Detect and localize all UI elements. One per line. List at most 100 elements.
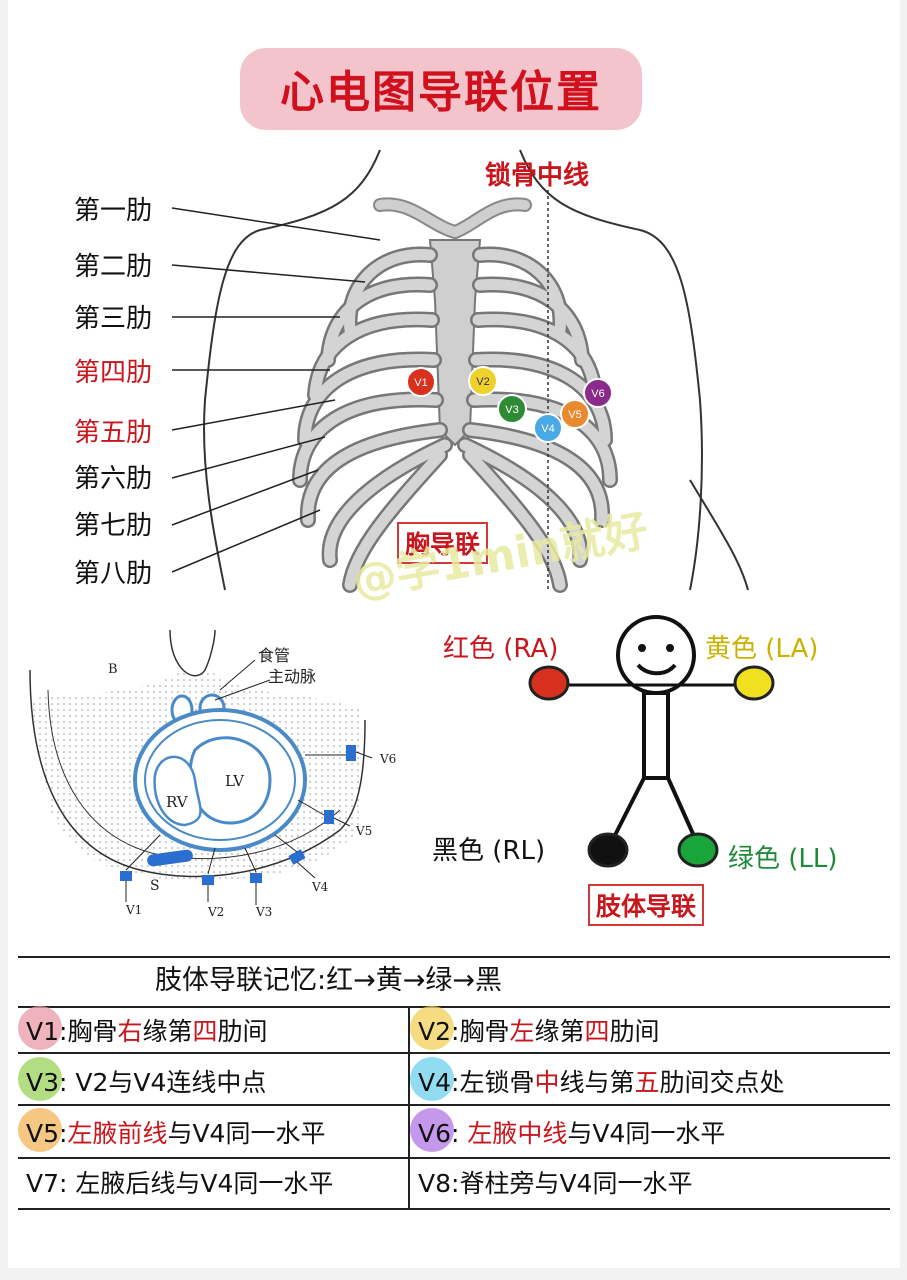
cs-label-lv: LV (225, 772, 245, 790)
lead-name: V8: (418, 1169, 460, 1198)
cs-label-aorta: 主动脉 (268, 667, 317, 686)
cell-text: 肋间交点处 (659, 1068, 785, 1097)
limb-leads-label: 肢体导联 (588, 884, 705, 926)
table-divider (408, 1006, 410, 1208)
electrode-label: V4 (541, 423, 554, 435)
cell-text: 缘第 (142, 1017, 193, 1046)
cs-lead-label: V6 (380, 752, 397, 766)
table-rule (18, 1104, 890, 1106)
cell-text: 左腋后线与V4同一水平 (75, 1169, 334, 1198)
rib-label: 第六肋 (74, 464, 153, 494)
cell-text: 缘第 (534, 1017, 585, 1046)
electrode-v2: V2 (468, 366, 498, 396)
electrode-v3: V3 (497, 394, 527, 424)
lead-name: V1: (26, 1017, 68, 1046)
highlight-text: 左 (509, 1017, 535, 1046)
cs-lead-label: V3 (256, 905, 273, 919)
cell-text: 左锁骨 (459, 1068, 535, 1097)
table-rule (18, 1006, 890, 1008)
ll-label: 绿色 (LL) (728, 844, 838, 874)
cs-label-b: B (108, 662, 118, 677)
cs-label-esophagus: 食管 (258, 646, 291, 665)
rib-label: 第三肋 (74, 304, 153, 334)
electrode-label: V3 (505, 404, 518, 416)
memory-cell: V3: V2与V4连线中点 (26, 1063, 266, 1099)
cell-text: 与V4同一水平 (167, 1119, 326, 1148)
ra-label: 红色 (RA) (443, 634, 559, 664)
stick-figure (528, 615, 775, 868)
lead-name: V6: (418, 1119, 468, 1148)
lead-name: V7: (26, 1169, 76, 1198)
la-electrode (733, 665, 775, 701)
rl-electrode (587, 832, 629, 868)
electrode-v4: V4 (533, 413, 563, 443)
cs-lead-label: V4 (312, 880, 329, 894)
memory-cell: V8:脊柱旁与V4同一水平 (418, 1164, 692, 1200)
electrode-v5: V5 (560, 399, 590, 429)
lead-name: V4: (418, 1068, 460, 1097)
rib-label: 第八肋 (74, 559, 153, 589)
lead-highlight-dot (18, 1006, 62, 1050)
table-rule (18, 1208, 890, 1210)
highlight-text: 中 (534, 1068, 560, 1097)
electrode-label: V6 (591, 388, 604, 400)
chest-leads-label: 胸导联 (397, 522, 489, 564)
highlight-text: 四 (584, 1017, 610, 1046)
cell-text: 胸骨 (459, 1017, 510, 1046)
cell-text: 线与第 (559, 1068, 635, 1097)
rib-label: 第一肋 (74, 196, 153, 226)
lead-highlight-dot (410, 1006, 454, 1050)
memory-cell: V2:胸骨左缘第四肋间 (418, 1012, 660, 1048)
la-label: 黄色 (LA) (705, 634, 819, 664)
cs-label-s: S (150, 878, 160, 894)
electrode-v6: V6 (583, 378, 613, 408)
rib-label: 第二肋 (74, 252, 153, 282)
cs-lead-label: V1 (126, 903, 143, 917)
rib-label: 第四肋 (74, 358, 153, 388)
title-highlight (240, 48, 642, 130)
cell-text: 脊柱旁与V4同一水平 (459, 1169, 693, 1198)
electrode-v1: V1 (406, 367, 436, 397)
cs-lead-label: V5 (356, 824, 373, 838)
page-title: 心电图导联位置 (280, 67, 602, 118)
cell-text: 与V4同一水平 (567, 1119, 726, 1148)
cs-lead-label: V2 (208, 905, 225, 919)
lead-name: V3: (26, 1068, 76, 1097)
memory-cell: V7: 左腋后线与V4同一水平 (26, 1164, 333, 1200)
rib-label: 第五肋 (74, 418, 153, 448)
memory-title: 肢体导联记忆:红→黄→绿→黑 (155, 965, 502, 996)
electrode-label: V1 (414, 377, 427, 389)
table-rule (18, 956, 890, 958)
cross-section-diagram (29, 630, 373, 905)
memory-cell: V4:左锁骨中线与第五肋间交点处 (418, 1063, 785, 1099)
cs-label-rv: RV (166, 793, 188, 811)
table-rule (18, 1157, 890, 1159)
highlight-text: 左腋中线 (467, 1119, 568, 1148)
cell-text: 肋间 (609, 1017, 660, 1046)
clavicle-midline-label: 锁骨中线 (485, 161, 590, 191)
ra-electrode (528, 665, 570, 701)
paper (8, 0, 900, 1268)
lead-name: V2: (418, 1017, 460, 1046)
table-rule (18, 1052, 890, 1054)
lead-highlight-dot (410, 1108, 454, 1152)
rib-label: 第七肋 (74, 511, 153, 541)
electrode-label: V5 (568, 409, 581, 421)
electrode-label: V2 (476, 376, 489, 388)
memory-cell: V5:左腋前线与V4同一水平 (26, 1114, 325, 1150)
cell-text: 肋间 (217, 1017, 268, 1046)
cell-text: 胸骨 (67, 1017, 118, 1046)
highlight-text: 左腋前线 (67, 1119, 168, 1148)
highlight-text: 四 (192, 1017, 218, 1046)
lead-highlight-dot (410, 1057, 454, 1101)
memory-cell: V6: 左腋中线与V4同一水平 (418, 1114, 725, 1150)
cell-text: V2与V4连线中点 (75, 1068, 267, 1097)
ll-electrode (677, 832, 719, 868)
lead-name: V5: (26, 1119, 68, 1148)
lead-highlight-dot (18, 1108, 62, 1152)
highlight-text: 五 (634, 1068, 660, 1097)
rl-label: 黑色 (RL) (432, 836, 546, 866)
